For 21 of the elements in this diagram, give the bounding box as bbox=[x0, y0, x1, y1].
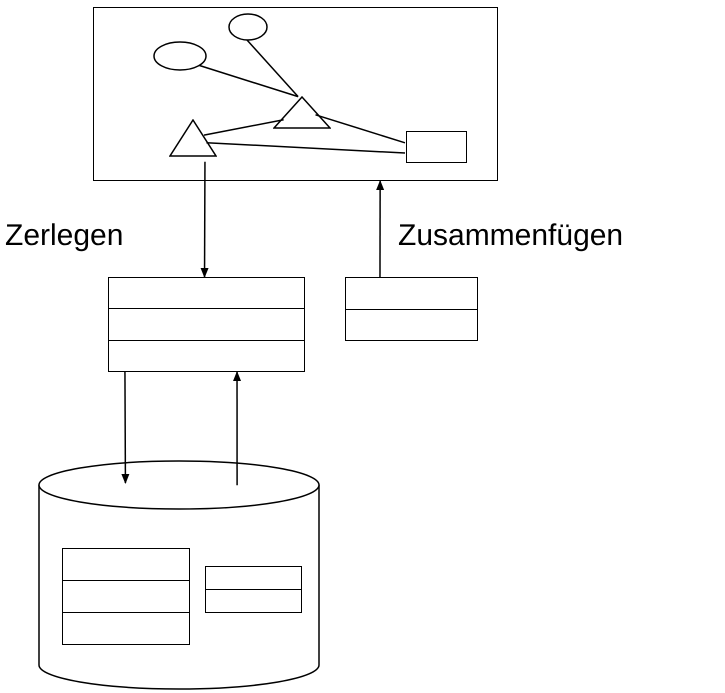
ellipse-shape bbox=[153, 41, 207, 71]
edge-label: Zusammenfügen bbox=[398, 218, 624, 254]
triangle-shape bbox=[273, 96, 331, 129]
frame-box bbox=[93, 7, 498, 181]
rectangle-shape bbox=[406, 131, 467, 163]
connector-line bbox=[246, 40, 299, 98]
record-table bbox=[62, 548, 190, 645]
connector-line bbox=[206, 142, 406, 154]
triangle-shape bbox=[169, 119, 217, 157]
arrow bbox=[121, 372, 130, 484]
edge-label: Zerlegen bbox=[5, 218, 124, 254]
record-table bbox=[108, 277, 305, 372]
record-table bbox=[345, 277, 478, 341]
arrow bbox=[376, 180, 384, 277]
connector-line bbox=[199, 64, 298, 98]
record-table bbox=[205, 566, 302, 613]
arrow bbox=[200, 162, 209, 278]
ellipse-shape bbox=[228, 13, 268, 41]
connector-line bbox=[204, 119, 284, 136]
connector-line bbox=[315, 114, 406, 144]
arrow bbox=[233, 371, 242, 486]
